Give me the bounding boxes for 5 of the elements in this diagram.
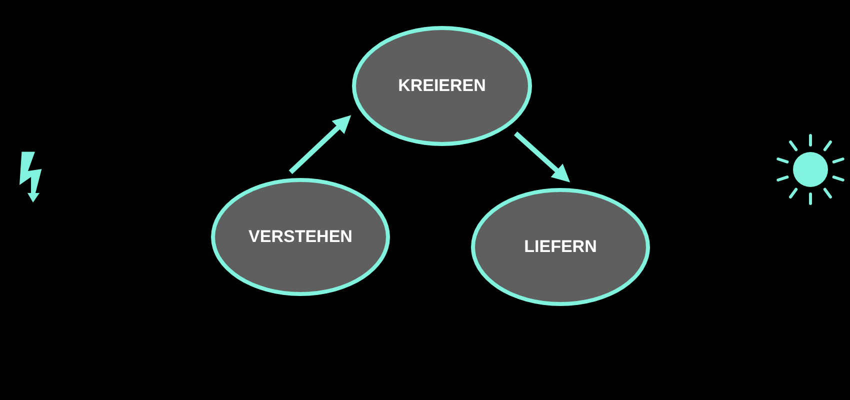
- node-label: VERSTEHEN: [248, 226, 352, 248]
- node-label: LIEFERN: [524, 236, 597, 258]
- arrow: [288, 113, 353, 174]
- arrow: [514, 132, 572, 184]
- node-label: KREIEREN: [398, 75, 486, 97]
